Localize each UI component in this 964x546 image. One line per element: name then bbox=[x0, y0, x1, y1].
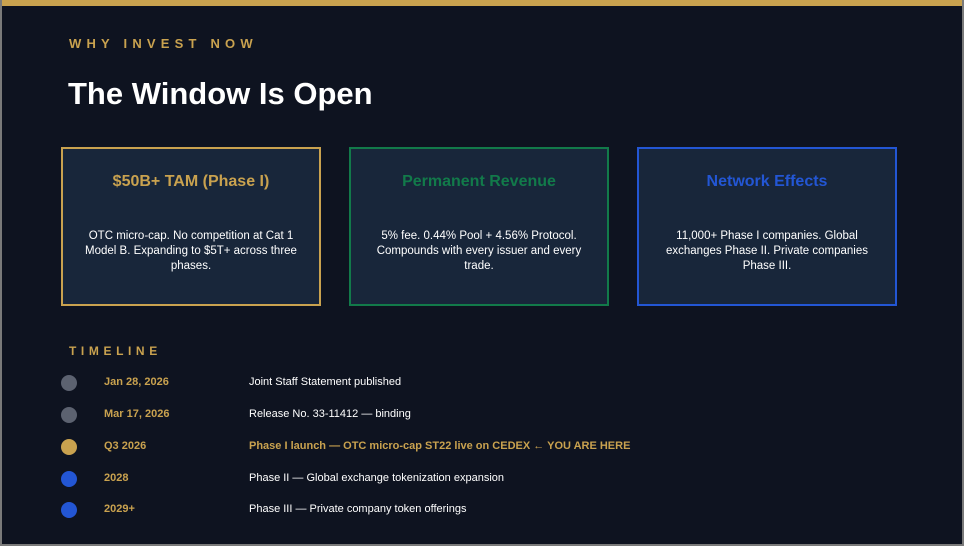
timeline-text-you-are-here: Phase I launch — OTC micro-cap ST22 live… bbox=[249, 440, 631, 452]
timeline-row: 2029+ Phase III — Private company token … bbox=[2, 500, 962, 520]
card-title: Network Effects bbox=[706, 173, 828, 190]
timeline-dot bbox=[61, 375, 77, 391]
timeline-row: Jan 28, 2026 Joint Staff Statement publi… bbox=[2, 373, 962, 393]
timeline-row-current: Q3 2026 Phase I launch — OTC micro-cap S… bbox=[2, 437, 962, 457]
section-eyebrow: WHY INVEST NOW bbox=[69, 36, 258, 51]
card-revenue: Permanent Revenue 5% fee. 0.44% Pool + 4… bbox=[349, 147, 609, 306]
timeline-dot bbox=[61, 407, 77, 423]
timeline-text: Joint Staff Statement published bbox=[249, 376, 402, 388]
timeline-dot bbox=[61, 439, 77, 455]
card-network: Network Effects 11,000+ Phase I companie… bbox=[637, 147, 897, 306]
top-accent-bar bbox=[2, 0, 962, 6]
timeline-date: 2028 bbox=[104, 472, 129, 484]
timeline-date: Q3 2026 bbox=[104, 440, 147, 452]
card-body: 11,000+ Phase I companies. Global exchan… bbox=[665, 230, 868, 272]
timeline-text: Phase II — Global exchange tokenization … bbox=[249, 472, 504, 484]
timeline-date: 2029+ bbox=[104, 503, 135, 515]
card-body: 5% fee. 0.44% Pool + 4.56% Protocol. Com… bbox=[376, 230, 582, 272]
timeline-text: Release No. 33-11412 — binding bbox=[249, 408, 411, 420]
timeline-label: TIMELINE bbox=[69, 344, 162, 358]
card-title: $50B+ TAM (Phase I) bbox=[112, 173, 270, 190]
card-title: Permanent Revenue bbox=[402, 173, 556, 190]
timeline-row: 2028 Phase II — Global exchange tokeniza… bbox=[2, 469, 962, 489]
timeline-date: Mar 17, 2026 bbox=[104, 408, 170, 420]
timeline-row: Mar 17, 2026 Release No. 33-11412 — bind… bbox=[2, 405, 962, 425]
timeline-dot bbox=[61, 471, 77, 487]
card-body: OTC micro-cap. No competition at Cat 1 M… bbox=[85, 230, 297, 272]
timeline-dot bbox=[61, 502, 77, 518]
page-title: The Window Is Open bbox=[68, 76, 373, 111]
timeline-text: Phase III — Private company token offeri… bbox=[249, 503, 467, 515]
card-tam: $50B+ TAM (Phase I) OTC micro-cap. No co… bbox=[61, 147, 321, 306]
timeline-date: Jan 28, 2026 bbox=[104, 376, 169, 388]
